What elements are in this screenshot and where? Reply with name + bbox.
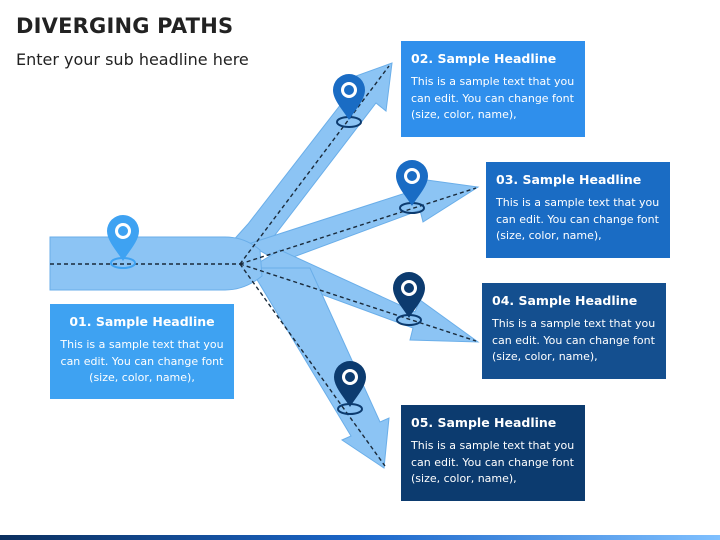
step-3-text: This is a sample text that you can edit.… (496, 196, 660, 242)
page-subtitle: Enter your sub headline here (16, 50, 249, 69)
location-pin-icon-2 (333, 74, 365, 128)
dashed-line-4 (239, 263, 477, 342)
step-card-2: 02. Sample Headline This is a sample tex… (401, 41, 585, 137)
step-card-1: 01. Sample Headline This is a sample tex… (50, 304, 234, 399)
dashed-line-3 (239, 187, 477, 265)
step-3-headline: 03. Sample Headline (496, 172, 642, 187)
location-pin-icon-1 (107, 215, 139, 269)
step-4-text: This is a sample text that you can edit.… (492, 317, 656, 363)
location-pin-icon-3 (396, 160, 428, 214)
bottom-accent-bar (0, 535, 720, 540)
step-2-headline: 02. Sample Headline (411, 51, 557, 66)
location-pin-icon-5 (334, 361, 366, 415)
step-2-text: This is a sample text that you can edit.… (411, 75, 575, 121)
step-card-5: 05. Sample Headline This is a sample tex… (401, 405, 585, 501)
step-5-headline: 05. Sample Headline (411, 415, 557, 430)
dashed-lines (50, 65, 477, 467)
dashed-line-2 (239, 65, 390, 265)
step-1-text: This is a sample text that you can edit.… (60, 338, 224, 384)
step-5-text: This is a sample text that you can edit.… (411, 439, 575, 485)
location-pin-icon-4 (393, 272, 425, 326)
path-arrow-5 (249, 267, 390, 469)
step-1-headline: 01. Sample Headline (69, 314, 215, 329)
step-card-4: 04. Sample Headline This is a sample tex… (482, 283, 666, 379)
page-title: DIVERGING PATHS (16, 14, 234, 38)
step-card-3: 03. Sample Headline This is a sample tex… (486, 162, 670, 258)
step-4-headline: 04. Sample Headline (492, 293, 638, 308)
